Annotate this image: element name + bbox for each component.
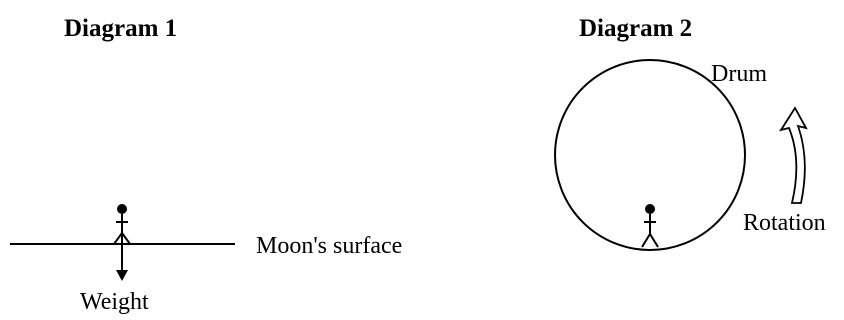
diagram-2-title: Diagram 2 <box>579 15 692 42</box>
figure-right-leg <box>650 234 658 247</box>
diagram-1: Diagram 1 Moon's surface Weight <box>10 15 402 315</box>
drum-label: Drum <box>711 61 767 87</box>
figure-right-leg <box>122 233 130 244</box>
figure-head <box>645 204 655 214</box>
moon-surface-label: Moon's surface <box>256 233 402 259</box>
rotation-arrow-icon <box>781 108 806 203</box>
person-in-drum-figure <box>642 204 658 247</box>
weight-label: Weight <box>80 289 149 315</box>
diagram-2: Diagram 2 Drum Rotation <box>555 15 826 250</box>
figure-head <box>117 204 127 214</box>
rotation-label: Rotation <box>743 210 826 236</box>
figure-left-leg <box>114 233 122 244</box>
diagram-1-title: Diagram 1 <box>64 15 177 42</box>
figure-left-leg <box>642 234 650 247</box>
